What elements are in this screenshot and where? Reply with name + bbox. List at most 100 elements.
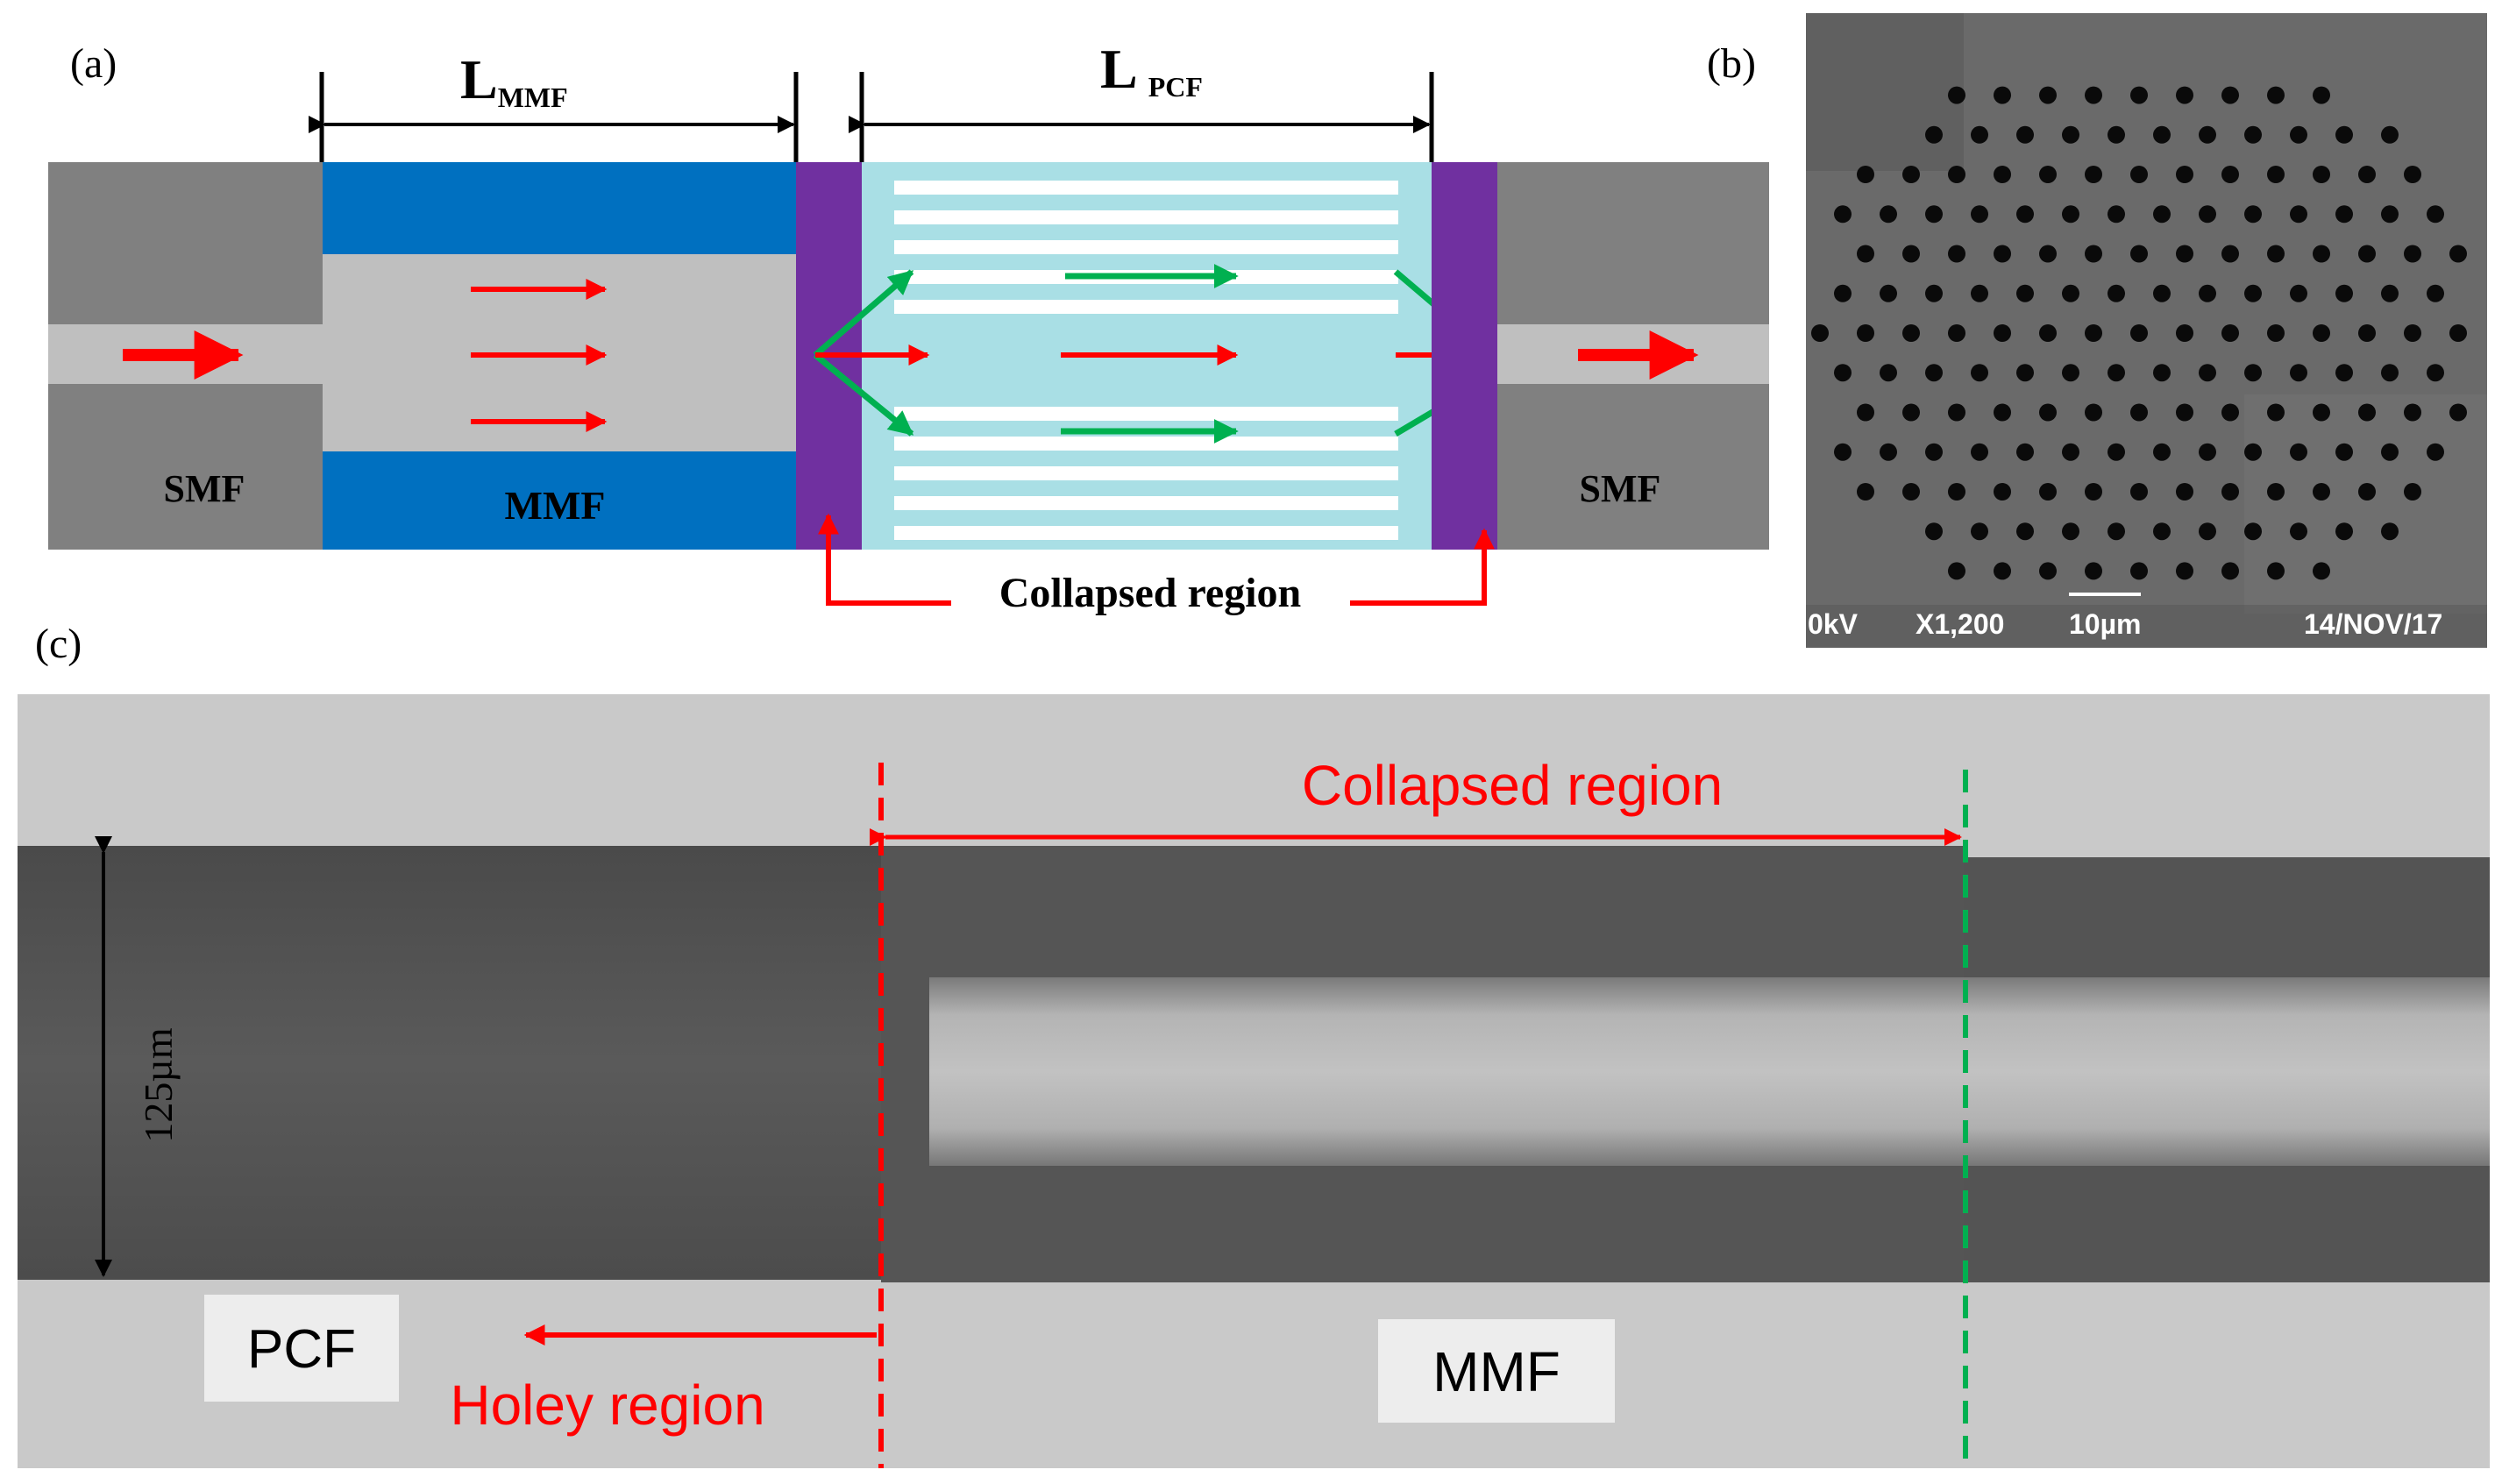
air-hole — [1948, 483, 1965, 501]
air-hole — [1880, 364, 1897, 382]
air-hole — [2153, 443, 2171, 461]
air-hole — [2290, 443, 2307, 461]
air-hole — [1857, 245, 1874, 263]
air-hole — [2221, 245, 2239, 263]
air-hole — [2062, 284, 2079, 302]
air-hole — [2267, 166, 2285, 183]
air-hole — [2108, 364, 2125, 382]
air-hole — [2267, 403, 2285, 422]
smf-right-fiber: SMF — [1497, 162, 1769, 550]
air-hole — [2335, 443, 2353, 461]
air-hole — [2244, 125, 2262, 144]
panel-b-sem-image: (b) 0kV X1,200 10µm 14/NOV/17 — [1707, 13, 2487, 648]
air-hole — [2449, 403, 2467, 422]
air-hole — [2108, 284, 2125, 302]
air-hole — [2404, 245, 2421, 263]
air-hole — [2313, 403, 2330, 422]
air-hole — [2358, 403, 2376, 422]
air-hole — [2427, 284, 2444, 302]
air-hole — [2313, 483, 2330, 501]
diameter-label: 125µm — [136, 1027, 181, 1143]
mmf-label: MMF — [505, 483, 606, 528]
air-hole — [2130, 403, 2148, 422]
mmf-label-c: MMF — [1432, 1340, 1560, 1403]
air-hole — [1834, 284, 1852, 302]
air-hole — [2062, 205, 2079, 224]
air-hole — [1948, 86, 1965, 104]
pcf-fiber-image — [18, 846, 881, 1280]
air-hole — [2221, 562, 2239, 580]
air-hole — [2221, 324, 2239, 342]
air-hole — [2062, 125, 2079, 144]
air-hole — [2062, 522, 2079, 541]
smf-right-label: SMF — [1580, 467, 1661, 510]
air-hole — [2199, 522, 2216, 541]
air-hole — [2085, 562, 2102, 580]
air-hole — [2085, 483, 2102, 501]
air-hole — [2153, 284, 2171, 302]
air-hole — [1971, 443, 1988, 461]
air-hole — [1902, 483, 1920, 501]
air-hole — [1834, 364, 1852, 382]
air-hole — [1994, 324, 2011, 342]
air-hole — [2313, 324, 2330, 342]
air-hole — [2404, 403, 2421, 422]
air-hole — [2267, 86, 2285, 104]
air-hole — [2335, 364, 2353, 382]
air-hole — [1880, 443, 1897, 461]
air-hole — [2290, 125, 2307, 144]
air-hole — [2244, 522, 2262, 541]
sem-date: 14/NOV/17 — [2304, 608, 2442, 640]
air-hole — [1971, 364, 1988, 382]
air-hole — [2358, 483, 2376, 501]
air-hole — [2062, 443, 2079, 461]
air-hole — [2108, 205, 2125, 224]
air-hole — [2427, 364, 2444, 382]
air-hole — [1971, 522, 1988, 541]
air-hole — [2358, 324, 2376, 342]
air-hole — [2176, 483, 2193, 501]
mmf-label-box — [1378, 1319, 1615, 1423]
air-hole — [1880, 205, 1897, 224]
air-hole — [1902, 403, 1920, 422]
air-hole — [1902, 324, 1920, 342]
air-hole — [2267, 562, 2285, 580]
panel-a-label: (a) — [70, 40, 117, 87]
air-hole — [2244, 205, 2262, 224]
air-hole — [2039, 324, 2057, 342]
air-hole — [2244, 284, 2262, 302]
air-hole — [2130, 245, 2148, 263]
collapsed-region-label-a: Collapsed region — [999, 570, 1301, 616]
air-hole — [2016, 522, 2034, 541]
air-hole — [2153, 364, 2171, 382]
sem-magnification: X1,200 — [1916, 608, 2004, 640]
air-hole — [1971, 205, 1988, 224]
air-hole — [2449, 324, 2467, 342]
air-hole — [2130, 324, 2148, 342]
air-hole — [2381, 284, 2399, 302]
air-hole — [2199, 284, 2216, 302]
sem-voltage: 0kV — [1808, 608, 1859, 640]
air-hole — [2176, 403, 2193, 422]
air-hole — [2221, 166, 2239, 183]
collapsed-region-label-c: Collapsed region — [1302, 754, 1723, 817]
pcf-label-box — [204, 1295, 399, 1402]
air-hole — [1925, 284, 1943, 302]
air-hole — [2176, 86, 2193, 104]
l-mmf-dimension: LMMF — [309, 48, 799, 167]
air-hole — [2358, 245, 2376, 263]
air-hole — [2039, 562, 2057, 580]
air-hole — [1994, 403, 2011, 422]
air-hole — [2221, 483, 2239, 501]
air-hole — [2130, 562, 2148, 580]
air-hole — [2267, 324, 2285, 342]
air-hole — [2199, 364, 2216, 382]
pcf-label: PCF — [247, 1319, 356, 1380]
air-hole — [2313, 86, 2330, 104]
air-hole — [2404, 166, 2421, 183]
air-hole — [1994, 483, 2011, 501]
air-hole — [2221, 403, 2239, 422]
air-hole — [2221, 86, 2239, 104]
air-hole — [2085, 403, 2102, 422]
